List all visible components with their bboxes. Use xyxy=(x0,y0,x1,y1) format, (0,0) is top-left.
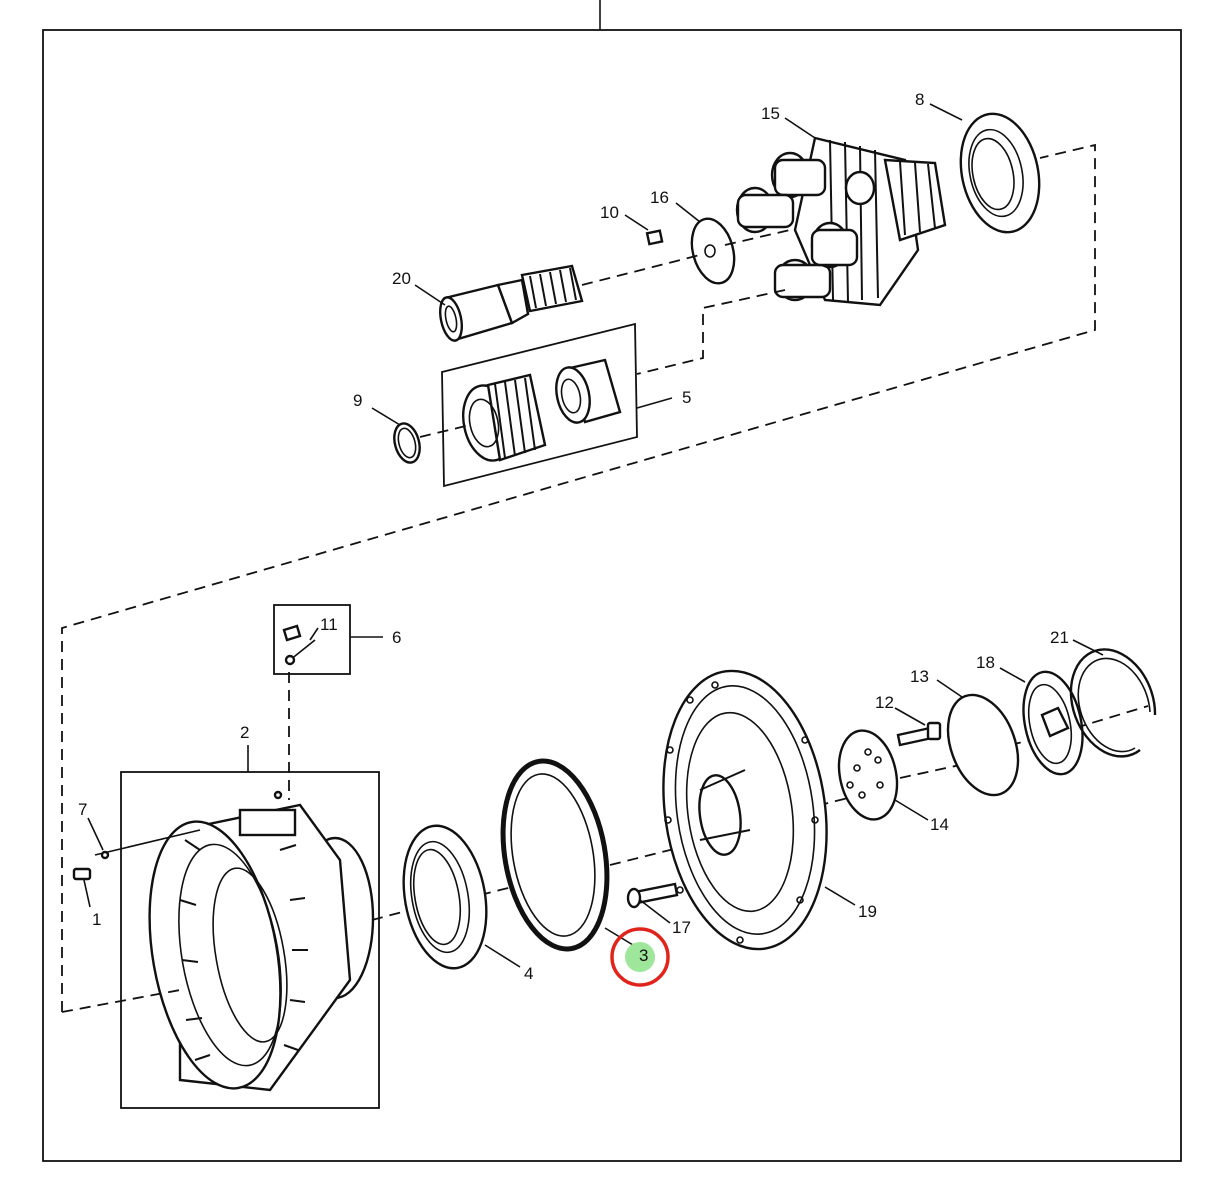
leader-20 xyxy=(414,284,446,306)
leader-10 xyxy=(624,214,649,231)
leader-8 xyxy=(929,103,963,121)
callout-5: 5 xyxy=(682,388,691,407)
leader-1 xyxy=(83,879,91,908)
callout-3: 3 xyxy=(639,946,648,965)
group-6-box xyxy=(273,604,351,675)
dash-link-snap-ring xyxy=(419,424,471,438)
callout-2: 2 xyxy=(240,723,249,742)
part-15-planet-carrier xyxy=(735,136,947,307)
callout-9: 9 xyxy=(353,391,362,410)
callout-14: 14 xyxy=(930,815,949,834)
leader-15 xyxy=(784,117,816,139)
part-21-snap-ring xyxy=(1069,648,1157,758)
leader-17 xyxy=(639,899,671,924)
dash-link-main-axis xyxy=(61,989,181,1013)
axis-plate-oring xyxy=(899,764,961,779)
part-9-snap-ring xyxy=(393,422,421,464)
part-10-plug xyxy=(645,229,664,246)
leader-7 xyxy=(87,817,104,851)
leader-19 xyxy=(824,886,856,906)
callout-18: 18 xyxy=(976,653,995,672)
callout-15: 15 xyxy=(761,104,780,123)
callout-12: 12 xyxy=(875,693,894,712)
part-20-sun-shaft xyxy=(439,264,584,342)
leader-9 xyxy=(371,407,401,426)
dash-link-washer xyxy=(724,229,791,246)
callout-1: 1 xyxy=(92,910,101,929)
callout-11: 11 xyxy=(320,615,338,634)
part-16-thrust-washer xyxy=(690,217,736,285)
leader-12 xyxy=(894,707,926,726)
part-8-seal-ring xyxy=(959,112,1041,234)
part-4-seal xyxy=(402,824,488,970)
callout-19: 19 xyxy=(858,902,877,921)
part-3-ring xyxy=(500,758,610,952)
leader-14 xyxy=(894,799,929,821)
axis-seal-ring xyxy=(479,884,521,896)
highlight-ring xyxy=(610,927,670,987)
diagram-frame xyxy=(42,29,1182,1162)
part-7-pin xyxy=(94,829,201,860)
group-5-box xyxy=(441,322,638,488)
leader-4 xyxy=(484,944,521,968)
part-19-hub xyxy=(662,669,828,951)
callout-20: 20 xyxy=(392,269,411,288)
highlight-fill xyxy=(625,942,655,972)
dash-link-group5 xyxy=(636,289,786,375)
callout-6: 6 xyxy=(392,628,401,647)
leader-21 xyxy=(1072,639,1104,656)
assembly-dashed-path xyxy=(61,143,1096,1012)
leader-13 xyxy=(936,679,963,698)
callout-10: 10 xyxy=(600,203,619,222)
callout-7: 7 xyxy=(78,800,87,819)
part-12-bolt xyxy=(896,721,942,747)
callout-8: 8 xyxy=(915,90,924,109)
callout-17: 17 xyxy=(672,918,691,937)
part-1-bolt xyxy=(72,867,92,881)
leader-18 xyxy=(999,667,1026,683)
callout-13: 13 xyxy=(910,667,929,686)
axis-ring-hub xyxy=(609,844,691,866)
callout-4: 4 xyxy=(524,964,533,983)
part-14-plate xyxy=(837,729,899,821)
callout-21: 21 xyxy=(1050,628,1069,647)
dash-link-shaft xyxy=(581,254,701,286)
axis-cover-ring xyxy=(1074,705,1149,729)
part-18-cover xyxy=(1022,670,1084,776)
part-13-o-ring xyxy=(946,693,1020,797)
callout-16: 16 xyxy=(650,188,669,207)
leader-11 xyxy=(309,627,319,641)
axis-housing-seal xyxy=(371,909,411,921)
group-2-box xyxy=(120,771,380,1109)
part-17-bolt xyxy=(626,882,679,909)
leader-5 xyxy=(636,397,673,409)
leader-16 xyxy=(675,202,701,223)
